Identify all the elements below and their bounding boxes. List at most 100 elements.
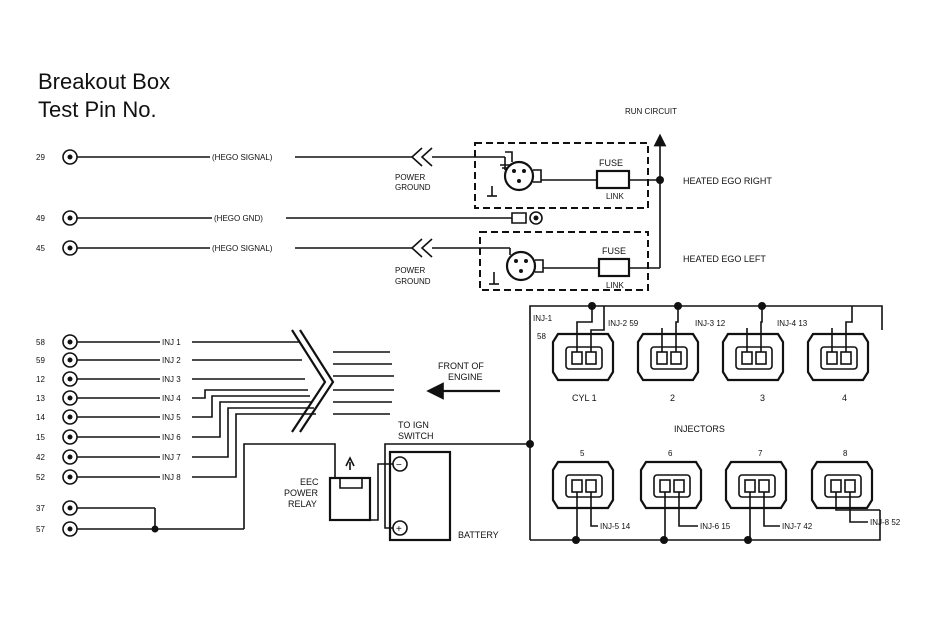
pin-terminal-58[interactable]	[62, 334, 78, 350]
ground-label-left: GROUND	[395, 277, 431, 286]
injector-bus	[529, 302, 883, 544]
pin-label-58: 58	[36, 338, 45, 347]
wire-label-hego-signal-right: (HEGO SIGNAL)	[212, 153, 273, 162]
title-line-1: Breakout Box	[38, 69, 171, 94]
injector-cyl-3[interactable]	[721, 306, 785, 382]
diagram-title: Breakout Box Test Pin No.	[38, 68, 170, 124]
wire-label-hego-signal-left: (HEGO SIGNAL)	[212, 244, 273, 253]
heated-ego-right-label: HEATED EGO RIGHT	[683, 176, 772, 186]
injector-tag-4: INJ-4 13	[777, 319, 808, 328]
relay-power-label: POWER	[284, 488, 319, 498]
link-label-right: LINK	[606, 192, 624, 201]
injector-cyl-8[interactable]	[810, 460, 880, 523]
battery-label: BATTERY	[458, 530, 499, 540]
pin-terminal-57[interactable]	[62, 521, 78, 537]
injector-tag-6: INJ-6 15	[700, 522, 731, 531]
to-ign-label: TO IGN	[398, 420, 429, 430]
pin-label-59: 59	[36, 356, 45, 365]
injector-cyl-7[interactable]	[724, 460, 788, 540]
heated-ego-right-box	[474, 142, 649, 209]
ground-label-right: GROUND	[395, 183, 431, 192]
fuse-link-right	[595, 169, 631, 190]
pin-terminal-13[interactable]	[62, 390, 78, 406]
fuse-label-right: FUSE	[599, 158, 623, 168]
injector-num-5: 5	[580, 449, 585, 458]
pin-label-12: 12	[36, 375, 45, 384]
wire-label-inj1: INJ 1	[162, 338, 181, 347]
fuse-label-left: FUSE	[602, 246, 626, 256]
injector-cyl-label-1: CYL 1	[572, 393, 597, 403]
injector-cyl-5[interactable]	[551, 460, 615, 540]
injector-tag-3: INJ-3 12	[695, 319, 726, 328]
injector-cyl-label-2: 2	[670, 393, 675, 403]
injector-tag-8: INJ-8 52	[870, 518, 901, 527]
wire-label-inj4: INJ 4	[162, 394, 181, 403]
pin-terminal-52[interactable]	[62, 469, 78, 485]
relay-arrow-icon	[345, 456, 355, 470]
wire-label-inj8: INJ 8	[162, 473, 181, 482]
injector-wire-harness	[77, 329, 394, 478]
ego-sensor-right-icon	[487, 151, 542, 197]
pin-terminal-12[interactable]	[62, 371, 78, 387]
injector-cyl-6[interactable]	[639, 460, 703, 540]
fuse-link-left	[597, 257, 631, 278]
injector-cyl-1[interactable]	[551, 306, 615, 382]
injector-cyl-label-3: 3	[760, 393, 765, 403]
pin-label-49: 49	[36, 214, 45, 223]
plus-sign: +	[396, 524, 402, 535]
ego-sensor-left-icon	[489, 248, 544, 285]
power-label-left: POWER	[395, 266, 425, 275]
relay-label: RELAY	[288, 499, 317, 509]
power-label-right: POWER	[395, 173, 425, 182]
pin-label-15: 15	[36, 433, 45, 442]
heated-ego-left-label: HEATED EGO LEFT	[683, 254, 766, 264]
pin-terminal-45[interactable]	[62, 240, 78, 256]
wire-label-hego-gnd: (HEGO GND)	[214, 214, 263, 223]
pin-label-45: 45	[36, 244, 45, 253]
injector-cyl-4[interactable]	[806, 306, 870, 382]
pin-terminal-49[interactable]	[62, 210, 78, 226]
switch-label: SWITCH	[398, 431, 434, 441]
injector-tag-5: INJ-5 14	[600, 522, 631, 531]
pin-terminal-59[interactable]	[62, 352, 78, 368]
injector-tag-7: INJ-7 42	[782, 522, 813, 531]
eec-label: EEC	[300, 477, 319, 487]
connector-chevron-left	[410, 238, 433, 258]
pin-label-13: 13	[36, 394, 45, 403]
wire-label-inj2: INJ 2	[162, 356, 181, 365]
wire-label-inj3: INJ 3	[162, 375, 181, 384]
wire-label-inj5: INJ 5	[162, 413, 181, 422]
link-label-left: LINK	[606, 281, 624, 290]
eec-power-relay	[328, 476, 372, 522]
connector-chevron-right	[410, 147, 433, 167]
pin-label-14: 14	[36, 413, 45, 422]
pin-terminal-14[interactable]	[62, 409, 78, 425]
wire-label-inj6: INJ 6	[162, 433, 181, 442]
title-line-2: Test Pin No.	[38, 97, 157, 122]
wire-label-inj7: INJ 7	[162, 453, 181, 462]
run-circuit-label: RUN CIRCUIT	[625, 107, 677, 116]
front-of-label: FRONT OF	[438, 361, 484, 371]
pin-label-52: 52	[36, 473, 45, 482]
injector-num-6: 6	[668, 449, 673, 458]
pin-label-37: 37	[36, 504, 45, 513]
pin-label-57: 57	[36, 525, 45, 534]
minus-sign: −	[396, 460, 402, 471]
injector-num-8: 8	[843, 449, 848, 458]
pin-terminal-42[interactable]	[62, 449, 78, 465]
injector-tag-1: INJ-1	[533, 314, 553, 323]
engine-label: ENGINE	[448, 372, 483, 382]
ground-eyelet-icon	[511, 211, 543, 225]
injector-cyl-label-4: 4	[842, 393, 847, 403]
pin-terminal-29[interactable]	[62, 149, 78, 165]
injector-pin-1: 58	[537, 332, 546, 341]
heated-ego-left-box	[479, 231, 649, 291]
injector-tag-2: INJ-2 59	[608, 319, 639, 328]
injector-cyl-2[interactable]	[636, 306, 700, 382]
injector-num-7: 7	[758, 449, 763, 458]
pin-label-42: 42	[36, 453, 45, 462]
pin-terminal-15[interactable]	[62, 429, 78, 445]
pin-label-29: 29	[36, 153, 45, 162]
pin-terminal-37[interactable]	[62, 500, 78, 516]
